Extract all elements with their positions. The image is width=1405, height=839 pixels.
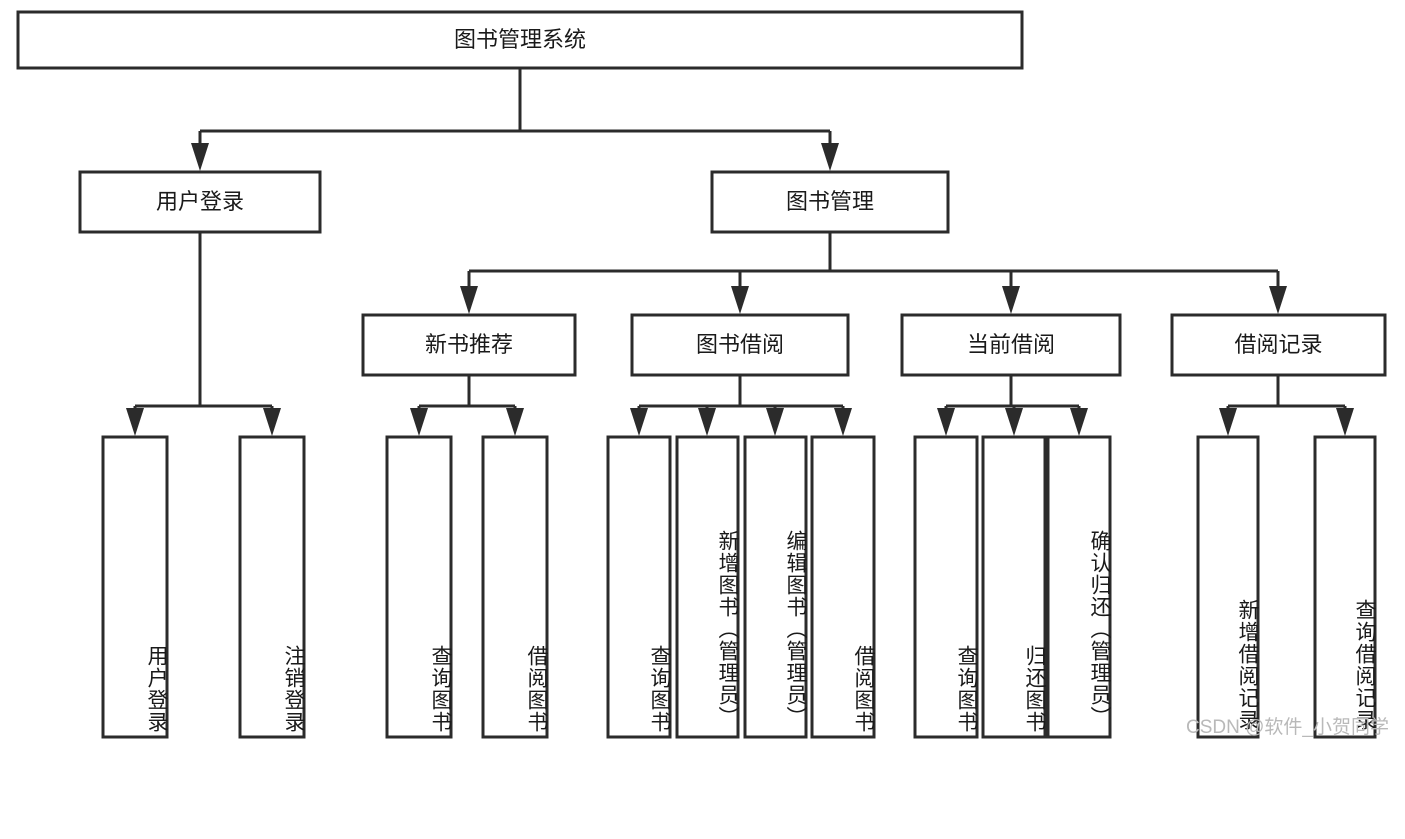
new-book-stem-arrow-0 <box>410 408 428 436</box>
level3-新书推荐-0-box[interactable] <box>361 313 577 377</box>
level3-当前借阅-2-label: 当前借阅 <box>967 332 1055 357</box>
current-borrow-stem-arrow-0 <box>937 408 955 436</box>
root-stem-arrow-0 <box>191 143 209 171</box>
user-login-stem-arrow-0 <box>126 408 144 436</box>
leaf-注销登录-1-box[interactable] <box>238 435 306 739</box>
borrow-record-stem <box>1219 375 1354 436</box>
borrow-stem <box>630 375 852 436</box>
root-图书管理系统-box[interactable] <box>16 10 1024 70</box>
box-layer <box>16 10 1387 739</box>
hierarchy-diagram: 图书管理系统用户登录图书管理新书推荐图书借阅当前借阅借阅记录 用户登录注销登录查… <box>16 10 1389 739</box>
watermark-text: CSDN @软件_小贺同学 <box>1186 717 1389 738</box>
leaf-借阅图书-7-box[interactable] <box>810 435 876 739</box>
book-mgmt-stem <box>460 232 1287 314</box>
book-mgmt-stem-arrow-1 <box>731 286 749 314</box>
leaf-借阅图书-3-box[interactable] <box>481 435 549 739</box>
leaf-查询图书-8-box[interactable] <box>913 435 979 739</box>
leaf-确认归还管理员-10-box[interactable] <box>1046 435 1112 739</box>
current-borrow-stem <box>937 375 1088 436</box>
borrow-stem-arrow-2 <box>766 408 784 436</box>
borrow-stem-arrow-3 <box>834 408 852 436</box>
level3-图书借阅-1-label: 图书借阅 <box>696 332 784 357</box>
root-stem <box>191 68 839 171</box>
root-图书管理系统-label: 图书管理系统 <box>454 27 586 52</box>
root-stem-arrow-1 <box>821 143 839 171</box>
leaf-用户登录-0-box[interactable] <box>101 435 169 739</box>
connector-layer <box>126 68 1354 436</box>
leaf-查询图书-4-box[interactable] <box>606 435 672 739</box>
level2-图书管理-1-box[interactable] <box>710 170 950 234</box>
borrow-stem-arrow-1 <box>698 408 716 436</box>
user-login-stem-arrow-1 <box>263 408 281 436</box>
level3-新书推荐-0-label: 新书推荐 <box>425 332 513 357</box>
level3-借阅记录-3-label: 借阅记录 <box>1234 332 1322 357</box>
borrow-record-stem-arrow-0 <box>1219 408 1237 436</box>
current-borrow-stem-arrow-1 <box>1005 408 1023 436</box>
level2-图书管理-1-label: 图书管理 <box>786 189 874 214</box>
level3-当前借阅-2-box[interactable] <box>900 313 1122 377</box>
borrow-stem-arrow-0 <box>630 408 648 436</box>
level3-图书借阅-1-box[interactable] <box>630 313 850 377</box>
current-borrow-stem-arrow-2 <box>1070 408 1088 436</box>
leaf-归还图书-9-box[interactable] <box>981 435 1047 739</box>
new-book-stem <box>410 375 524 436</box>
book-mgmt-stem-arrow-3 <box>1269 286 1287 314</box>
level2-用户登录-0-box[interactable] <box>78 170 322 234</box>
borrow-record-stem-arrow-1 <box>1336 408 1354 436</box>
leaf-查询借阅记录-12-box[interactable] <box>1313 435 1377 739</box>
level2-用户登录-0-label: 用户登录 <box>156 189 244 214</box>
leaf-新增借阅记录-11-box[interactable] <box>1196 435 1260 739</box>
level3-借阅记录-3-box[interactable] <box>1170 313 1387 377</box>
leaf-新增图书管理员-5-box[interactable] <box>675 435 740 739</box>
book-mgmt-stem-arrow-2 <box>1002 286 1020 314</box>
leaf-查询图书-2-box[interactable] <box>385 435 453 739</box>
leaf-编辑图书管理员-6-box[interactable] <box>743 435 808 739</box>
new-book-stem-arrow-1 <box>506 408 524 436</box>
user-login-stem <box>126 232 281 436</box>
book-mgmt-stem-arrow-0 <box>460 286 478 314</box>
